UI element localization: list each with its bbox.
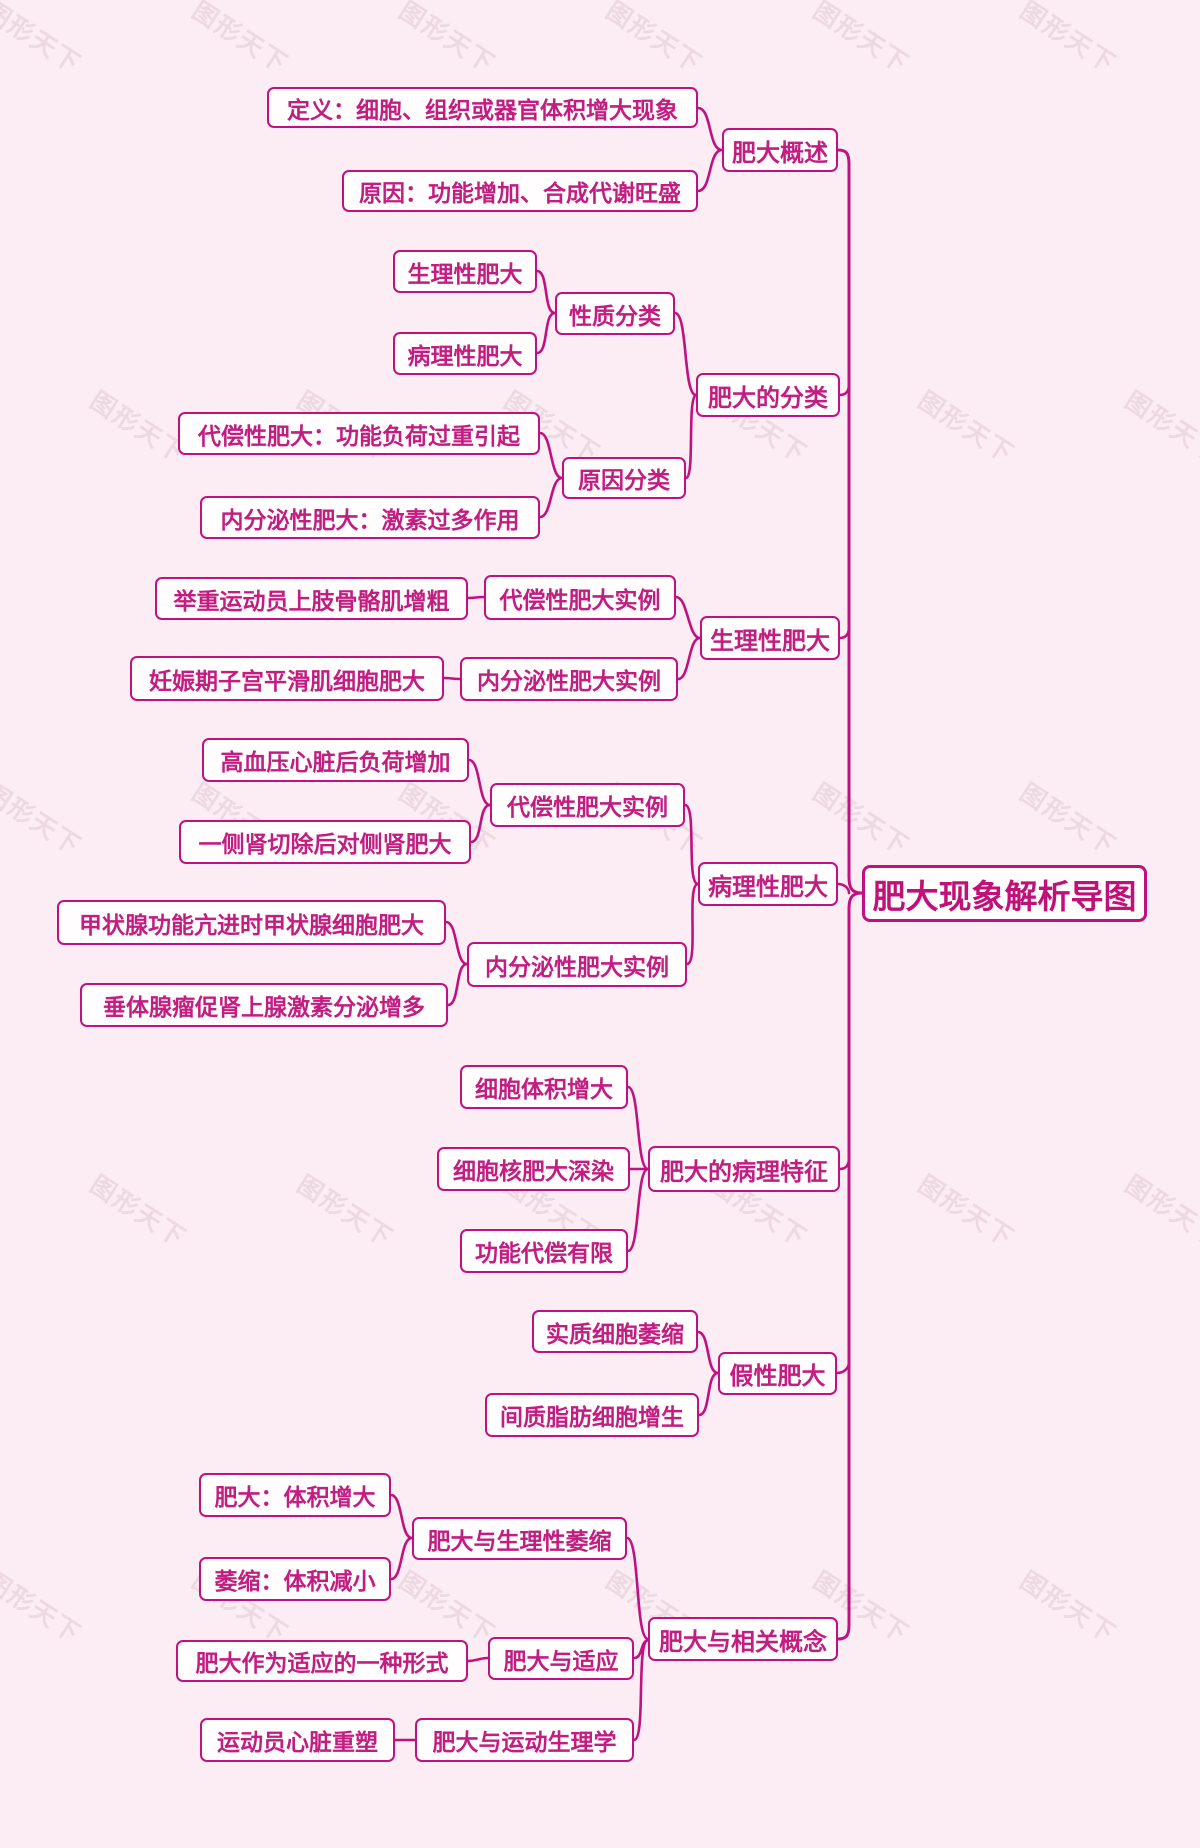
node-parenchyma-atrophy[interactable]: 实质细胞萎缩 [532,1310,698,1353]
branch-pathological[interactable]: 病理性肥大 [698,862,838,906]
node-cause-class[interactable]: 原因分类 [562,457,686,499]
node-endo-example-title-2[interactable]: 内分泌性肥大实例 [467,942,687,987]
node-hyperthyroid[interactable]: 甲状腺功能亢进时甲状腺细胞肥大 [57,900,446,945]
node-athlete-heart[interactable]: 运动员心脏重塑 [200,1718,395,1762]
node-vs-atrophy[interactable]: 肥大与生理性萎缩 [412,1517,627,1560]
node-weightlifter[interactable]: 举重运动员上肢骨骼肌增粗 [155,577,468,620]
node-fat-proliferation[interactable]: 间质脂肪细胞增生 [485,1393,699,1437]
branch-physiological[interactable]: 生理性肥大 [700,616,840,660]
node-atrophy-def[interactable]: 萎缩：体积减小 [199,1557,391,1601]
node-vs-adaptation[interactable]: 肥大与适应 [488,1637,634,1680]
node-vs-exercise[interactable]: 肥大与运动生理学 [415,1718,634,1762]
node-adaptation-form[interactable]: 肥大作为适应的一种形式 [176,1640,468,1682]
node-compensatory-def[interactable]: 代偿性肥大：功能负荷过重引起 [178,412,540,455]
branch-related-concepts[interactable]: 肥大与相关概念 [648,1617,838,1661]
root-node[interactable]: 肥大现象解析导图 [862,865,1147,922]
branch-overview[interactable]: 肥大概述 [722,128,838,172]
node-pregnancy[interactable]: 妊娠期子宫平滑肌细胞肥大 [130,656,444,701]
node-endo-example-title-1[interactable]: 内分泌性肥大实例 [460,657,678,701]
node-cause[interactable]: 原因：功能增加、合成代谢旺盛 [342,170,698,212]
node-cell-volume[interactable]: 细胞体积增大 [460,1065,628,1109]
node-definition[interactable]: 定义：细胞、组织或器官体积增大现象 [267,87,698,128]
node-physiologic[interactable]: 生理性肥大 [393,250,537,293]
node-pituitary[interactable]: 垂体腺瘤促肾上腺激素分泌增多 [80,983,448,1027]
node-nephrectomy[interactable]: 一侧肾切除后对侧肾肥大 [179,820,471,864]
node-nucleus[interactable]: 细胞核肥大深染 [437,1147,630,1191]
node-comp-example-title-2[interactable]: 代偿性肥大实例 [490,783,685,827]
node-hypertension[interactable]: 高血压心脏后负荷增加 [202,738,469,782]
node-endocrine-def[interactable]: 内分泌性肥大：激素过多作用 [200,496,540,539]
node-limited-compensation[interactable]: 功能代偿有限 [460,1229,628,1273]
branch-path-features[interactable]: 肥大的病理特征 [648,1146,840,1192]
branch-pseudohypertrophy[interactable]: 假性肥大 [718,1352,837,1395]
node-hypertrophy-def[interactable]: 肥大：体积增大 [199,1473,391,1517]
branch-classification[interactable]: 肥大的分类 [696,373,840,417]
node-comp-example-title-1[interactable]: 代偿性肥大实例 [484,575,676,620]
node-pathologic[interactable]: 病理性肥大 [393,332,537,375]
node-nature-class[interactable]: 性质分类 [555,292,675,335]
